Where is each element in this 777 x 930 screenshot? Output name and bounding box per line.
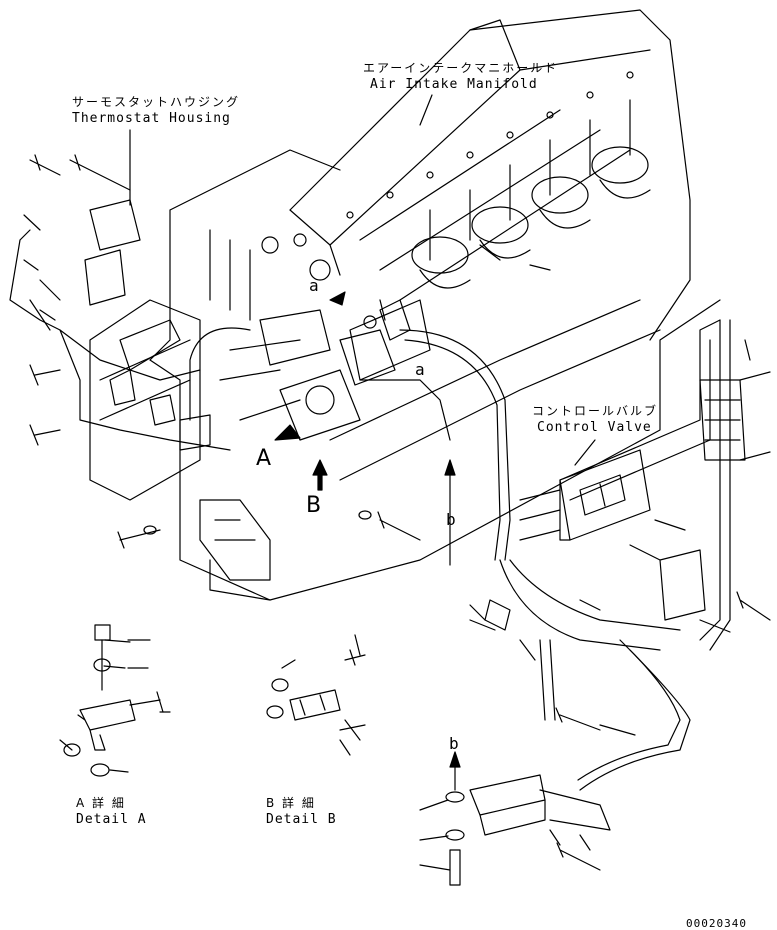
- thermostat-housing-label-jp: サーモスタットハウジング: [72, 95, 241, 109]
- arrow-up-icon: [274, 291, 461, 791]
- marker-b: b: [446, 510, 457, 529]
- drawing-number: 00020340: [686, 917, 747, 930]
- control-valve: [519, 449, 651, 541]
- leader-lines: [23, 94, 751, 871]
- marker-a-top: a: [309, 276, 320, 295]
- control-valve-label: Control Valve: [537, 420, 652, 435]
- control-valve-label-jp: コントロールバルブ: [532, 404, 659, 418]
- marker-a-right: a: [415, 360, 426, 379]
- right-clamps: [659, 371, 771, 621]
- detail-b-title: Detail B: [266, 812, 337, 827]
- detail-a-title-jp: A 詳 細: [76, 796, 126, 810]
- engine-block: [89, 9, 721, 601]
- air-intake-manifold-label-jp: エアーインテークマニホールド: [363, 61, 559, 75]
- sensor-cluster: [189, 309, 451, 441]
- marker-A: A: [256, 446, 273, 471]
- detail-b-title-jp: B 詳 細: [266, 796, 316, 810]
- detail-a-drawing: [63, 624, 164, 777]
- bottom-bracket: [445, 774, 611, 886]
- pipe-routing: [399, 319, 731, 791]
- marker-B: B: [306, 493, 323, 518]
- detail-b-drawing: [266, 649, 366, 741]
- thermostat-area: [9, 154, 231, 451]
- hardware-bolts: [117, 510, 771, 871]
- marker-b-bottom: b: [449, 734, 460, 753]
- thermostat-housing-label: Thermostat Housing: [72, 111, 231, 126]
- air-intake-manifold-label: Air Intake Manifold: [370, 77, 538, 92]
- detail-a-title: Detail A: [76, 812, 147, 827]
